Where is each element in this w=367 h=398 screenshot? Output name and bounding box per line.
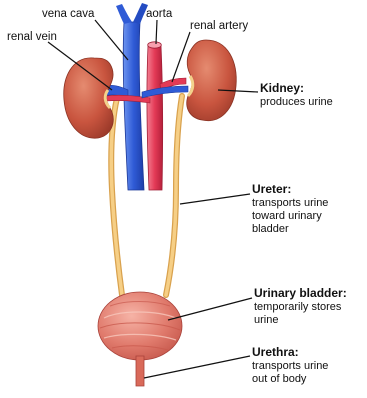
bladder-desc-line: urine	[254, 314, 278, 326]
bladder-callout: Urinary bladder: temporarily stores urin…	[254, 286, 347, 326]
urethra-title: Urethra:	[252, 345, 299, 359]
bladder-title: Urinary bladder:	[254, 286, 347, 300]
vena-cava-label: vena cava	[42, 8, 95, 20]
urethra-desc-line: transports urine	[252, 360, 328, 372]
bladder-desc-line: temporarily stores	[254, 301, 342, 313]
renal-artery-label: renal artery	[190, 20, 248, 32]
urethra-desc-line: out of body	[252, 373, 307, 385]
ureter-desc-line: transports urine	[252, 197, 328, 209]
ureter-desc-line: toward urinary	[252, 210, 322, 222]
urinary-bladder	[98, 292, 182, 360]
ureter-title: Ureter:	[252, 182, 291, 196]
ureters	[111, 96, 182, 295]
left-kidney	[64, 58, 113, 138]
aorta-vessel	[147, 42, 163, 190]
kidney-title: Kidney:	[260, 81, 304, 95]
right-kidney	[187, 40, 236, 121]
renal-vein-label: renal vein	[7, 31, 57, 43]
urethra-callout: Urethra: transports urine out of body	[252, 345, 328, 385]
urethra	[136, 356, 144, 386]
ureter-desc-line: bladder	[252, 223, 289, 235]
renal-vessels	[104, 78, 188, 103]
kidney-callout: Kidney: produces urine	[260, 81, 333, 108]
ureter-callout: Ureter: transports urine toward urinary …	[252, 182, 328, 235]
kidney-desc-line: produces urine	[260, 96, 333, 108]
aorta-label: aorta	[146, 8, 173, 20]
